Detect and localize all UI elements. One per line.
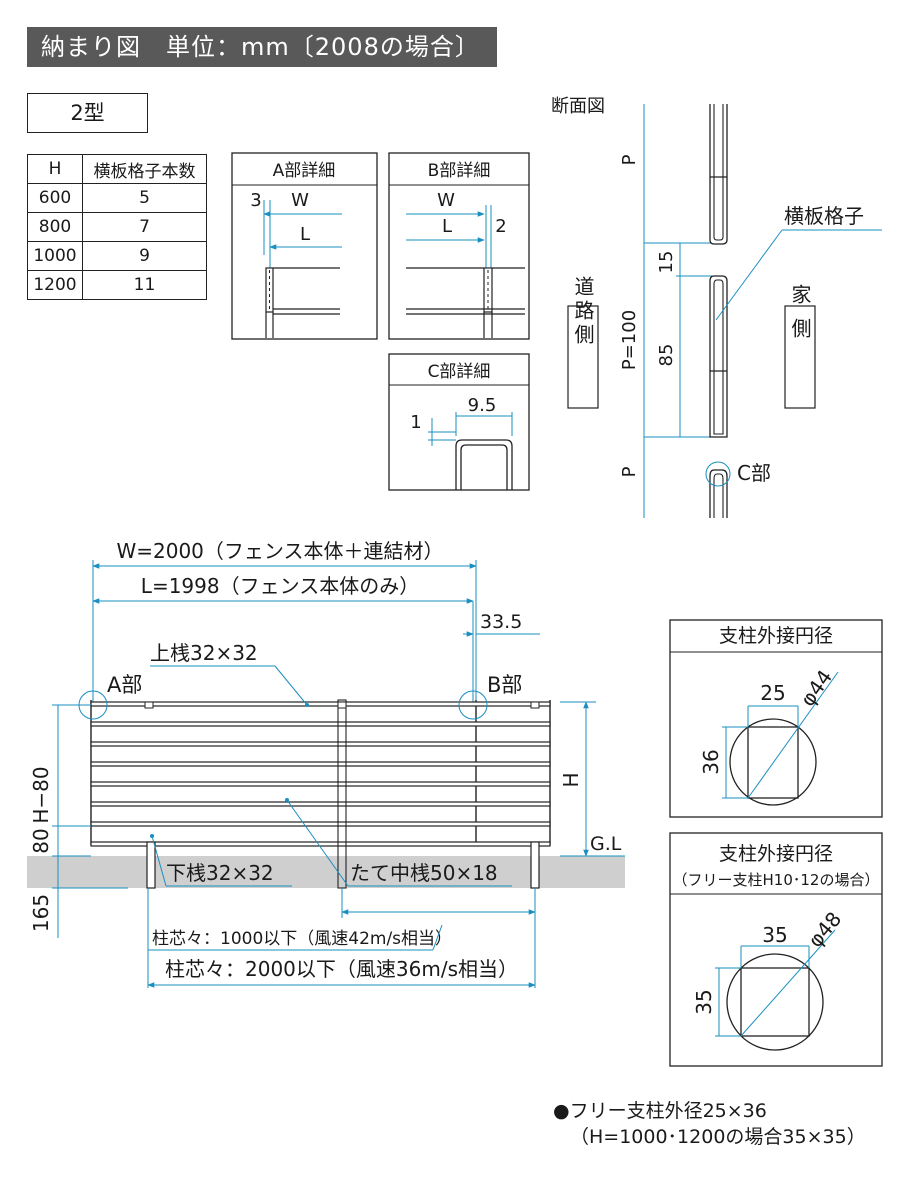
detail-a-w: W bbox=[291, 190, 309, 211]
dim-h: H bbox=[559, 772, 583, 787]
circle1-height: 36 bbox=[699, 749, 723, 774]
detail-b-frame bbox=[388, 152, 530, 340]
detail-c-gap: 1 bbox=[410, 412, 421, 433]
circle1-diameter: φ44 bbox=[795, 665, 837, 710]
section-dim-85: 85 bbox=[656, 344, 677, 367]
footnote-line1: ●フリー支柱外径25×36 bbox=[553, 1100, 767, 1122]
circle1-frame bbox=[669, 619, 883, 818]
dim-33-5: 33.5 bbox=[480, 611, 522, 633]
footnote-line2: （H=1000･1200の場合35×35） bbox=[570, 1126, 866, 1148]
section-slat-label: 横板格子 bbox=[784, 204, 864, 228]
section-dim-15: 15 bbox=[656, 251, 677, 274]
dim-h-minus-80: H−80 bbox=[29, 766, 53, 823]
circle1-width: 25 bbox=[760, 681, 785, 705]
bottom-rail bbox=[90, 841, 551, 847]
detail-c: C部詳細 9.5 1 bbox=[388, 353, 530, 491]
table-row: 1200 11 bbox=[27, 270, 207, 300]
slat-profile bbox=[455, 439, 513, 490]
slat-section bbox=[709, 275, 728, 438]
page-title: 納まり図 単位：mm〔2008の場合〕 bbox=[27, 27, 497, 67]
dim-80: 80 bbox=[29, 828, 53, 853]
w-label: W=2000（フェンス本体＋連結材） bbox=[116, 539, 443, 563]
detail-b-title: B部詳細 bbox=[428, 161, 491, 181]
l-label: L=1998（フェンス本体のみ） bbox=[141, 574, 419, 598]
slat-section bbox=[709, 469, 728, 518]
post-section bbox=[740, 967, 810, 1037]
circle2-subtitle: （フリー支柱H10･12の場合） bbox=[673, 871, 880, 889]
slat bbox=[90, 781, 551, 787]
circumscribed-circle bbox=[729, 718, 817, 806]
circle2-frame bbox=[669, 832, 883, 1067]
a-part-label: A部 bbox=[107, 673, 142, 697]
slat bbox=[90, 741, 551, 747]
gl-label: G.L bbox=[590, 833, 622, 855]
b-part-label: B部 bbox=[487, 673, 522, 697]
section-p100: P=100 bbox=[619, 310, 640, 370]
detail-c-title: C部詳細 bbox=[428, 362, 491, 382]
pitch2-label: 柱芯々：2000以下（風速36m/s相当） bbox=[165, 957, 518, 981]
post-section bbox=[747, 726, 799, 799]
table-cell: 1000 bbox=[27, 241, 83, 271]
house-side-box bbox=[784, 305, 816, 409]
detail-a-title: A部詳細 bbox=[273, 161, 336, 181]
height-table: H 横板格子本数 600 5 800 7 1000 9 1200 11 bbox=[27, 154, 207, 300]
bottom-rail-label: 下桟32×32 bbox=[166, 861, 274, 885]
elevation-view: W=2000（フェンス本体＋連結材） L=1998（フェンス本体のみ） 33.5… bbox=[27, 539, 625, 988]
detail-b-gap: 2 bbox=[495, 216, 506, 237]
table-cell: 5 bbox=[82, 183, 207, 213]
top-rail-label: 上桟32×32 bbox=[150, 641, 258, 665]
fence-slats bbox=[90, 701, 551, 847]
section-p-bottom: P bbox=[619, 466, 640, 477]
slat bbox=[90, 821, 551, 827]
road-side-box bbox=[567, 305, 599, 409]
table-row: 800 7 bbox=[27, 212, 207, 242]
circle2-title: 支柱外接円径 bbox=[719, 843, 833, 865]
ground bbox=[27, 856, 625, 888]
detail-a-gap: 3 bbox=[250, 190, 261, 211]
table-cell: 11 bbox=[82, 270, 207, 300]
circle1-title: 支柱外接円径 bbox=[719, 625, 833, 647]
table-cell: 800 bbox=[27, 212, 83, 242]
section-c-part: C部 bbox=[737, 461, 771, 485]
section-p-top: P bbox=[619, 154, 640, 165]
circle2-diameter: φ48 bbox=[803, 907, 846, 952]
detail-a: A部詳細 3 W L bbox=[231, 152, 378, 340]
slat-section bbox=[709, 104, 728, 245]
table-header: 横板格子本数 bbox=[82, 154, 207, 184]
detail-b: B部詳細 W L 2 bbox=[388, 152, 530, 340]
post bbox=[146, 841, 156, 889]
table-cell: 7 bbox=[82, 212, 207, 242]
b-part-marker bbox=[458, 690, 488, 720]
post-circle-2: 支柱外接円径 （フリー支柱H10･12の場合） 35 35 φ48 bbox=[669, 832, 883, 1067]
detail-c-width: 9.5 bbox=[468, 395, 497, 416]
circle2-height: 35 bbox=[692, 989, 716, 1014]
detail-c-frame bbox=[388, 353, 530, 491]
road-side-label: 道路側 bbox=[571, 276, 595, 348]
slat bbox=[90, 761, 551, 767]
detail-a-l: L bbox=[300, 224, 310, 245]
slat bbox=[90, 721, 551, 727]
detail-a-frame bbox=[231, 152, 378, 340]
dim-165: 165 bbox=[29, 894, 53, 932]
mid-post-label: たて中桟50×18 bbox=[350, 861, 498, 885]
top-rail bbox=[90, 701, 551, 707]
pitch1-label: 柱芯々：1000以下（風速42m/s相当） bbox=[152, 929, 452, 949]
section-view: 断面図 P P=100 P 15 85 C部 横板格子 道路側 家側 bbox=[551, 96, 882, 518]
section-title: 断面図 bbox=[551, 96, 605, 117]
detail-b-w: W bbox=[437, 190, 455, 211]
detail-b-l: L bbox=[442, 216, 452, 237]
house-side-label: 家側 bbox=[788, 284, 812, 352]
table-row: 600 5 bbox=[27, 183, 207, 213]
type-label: 2型 bbox=[27, 93, 148, 133]
c-part-marker bbox=[705, 461, 731, 487]
table-cell: 1200 bbox=[27, 270, 83, 300]
post-circle-1: 支柱外接円径 25 36 φ44 bbox=[669, 619, 883, 818]
circle2-width: 35 bbox=[762, 923, 787, 947]
circumscribed-circle bbox=[726, 953, 824, 1051]
slat bbox=[90, 801, 551, 807]
post bbox=[530, 841, 540, 889]
